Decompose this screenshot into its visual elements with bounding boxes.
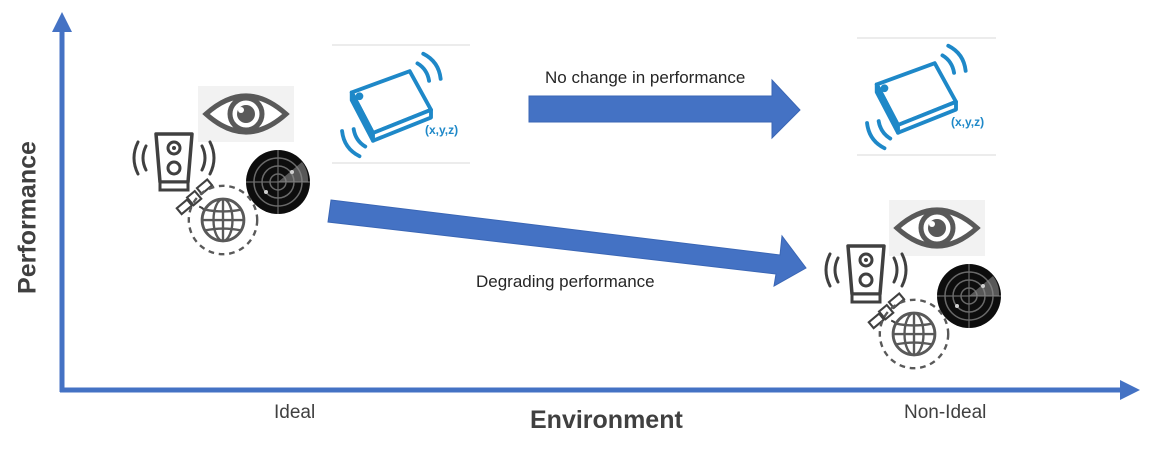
no-change-label: No change in performance (545, 68, 746, 87)
imu-sensor-icon (340, 51, 443, 159)
sensor-group-non-ideal (824, 200, 1002, 370)
x-axis-arrowhead (1120, 380, 1140, 400)
sensor-group-ideal (132, 86, 311, 256)
eye-icon (889, 200, 985, 256)
imu-coord-label: (x,y,z) (425, 123, 458, 137)
x-tick-ideal: Ideal (274, 402, 316, 423)
x-tick-non-ideal: Non-Ideal (904, 402, 987, 423)
degrading-label: Degrading performance (476, 272, 655, 291)
no-change-arrow (528, 78, 801, 140)
radar-icon (936, 263, 1002, 329)
y-axis-arrowhead (52, 12, 72, 32)
imu-device-ideal: (x,y,z) (332, 44, 470, 164)
imu-device-non-ideal: (x,y,z) (857, 37, 996, 156)
x-axis-label: Environment (530, 406, 683, 434)
degrading-arrow (327, 199, 807, 287)
traffic-light-icon (132, 132, 216, 192)
radar-icon (245, 149, 311, 215)
y-axis-label: Performance (13, 141, 42, 294)
imu-coord-label: (x,y,z) (951, 115, 984, 129)
imu-sensor-icon (865, 43, 968, 151)
eye-icon (198, 86, 294, 142)
